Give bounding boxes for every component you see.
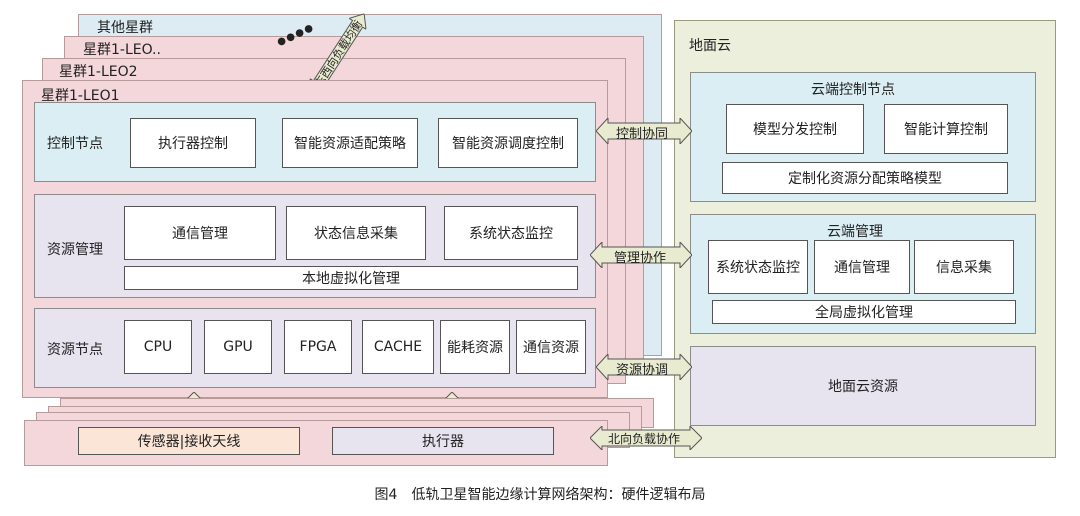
cloud-info-collect-box: 信息采集 <box>914 240 1014 294</box>
smart-compute-box: 智能计算控制 <box>884 104 1008 154</box>
control-node-title: 控制节点 <box>47 136 103 152</box>
model-dist-box: 模型分发控制 <box>726 104 864 154</box>
mgmt-coop-label: 管理协作 <box>614 251 667 266</box>
comm-resource-box: 通信资源 <box>516 320 586 374</box>
north-load-label: 北向负载协作 <box>608 432 681 446</box>
local-virtual-box: 本地虚拟化管理 <box>124 266 578 290</box>
executor-control-box: 执行器控制 <box>130 118 256 168</box>
sensor-antenna-box: 传感器|接收天线 <box>78 427 300 455</box>
comm-mgmt-box: 通信管理 <box>124 206 276 260</box>
control-coop-arrow: 控制协同 <box>596 118 692 144</box>
layer-leo-etc-title: 星群1-LEO.. <box>83 42 161 58</box>
gpu-box: GPU <box>204 320 272 374</box>
north-load-arrow: 北向负载协作 <box>590 426 702 450</box>
global-virtual-box: 全局虚拟化管理 <box>712 300 1016 324</box>
layer-other-title: 其他星群 <box>97 20 153 36</box>
status-monitor-box: 系统状态监控 <box>444 206 578 260</box>
resource-coord-arrow: 资源协调 <box>596 354 692 380</box>
ground-cloud-resource-panel: 地面云资源 <box>690 346 1036 426</box>
cache-box: CACHE <box>362 320 434 374</box>
mgmt-coop-arrow: 管理协作 <box>590 242 692 268</box>
cloud-comm-mgmt-box: 通信管理 <box>814 240 910 294</box>
figure-caption: 图4 低轨卫星智能边缘计算网络架构：硬件逻辑布局 <box>374 487 706 503</box>
ground-cloud-title: 地面云 <box>689 38 731 54</box>
fpga-box: FPGA <box>284 320 352 374</box>
ground-cloud-resource-label: 地面云资源 <box>828 379 898 395</box>
cpu-box: CPU <box>124 320 192 374</box>
resource-schedule-box: 智能资源调度控制 <box>438 118 578 168</box>
resource-node-title: 资源节点 <box>47 342 103 358</box>
layer-leo1-title: 星群1-LEO1 <box>41 88 120 104</box>
cloud-control-title: 云端控制节点 <box>811 82 895 98</box>
executor-box: 执行器 <box>332 427 554 455</box>
cloud-mgmt-title: 云端管理 <box>827 224 883 240</box>
resource-coord-label: 资源协调 <box>616 363 669 378</box>
cloud-status-monitor-box: 系统状态监控 <box>708 240 808 294</box>
status-collect-box: 状态信息采集 <box>286 206 426 260</box>
resource-adapt-box: 智能资源适配策略 <box>282 118 418 168</box>
custom-policy-box: 定制化资源分配策略模型 <box>722 162 1008 194</box>
layer-leo2-title: 星群1-LEO2 <box>59 64 138 80</box>
resource-mgmt-title: 资源管理 <box>47 242 103 258</box>
energy-box: 能耗资源 <box>440 320 510 374</box>
control-coop-label: 控制协同 <box>616 127 669 142</box>
